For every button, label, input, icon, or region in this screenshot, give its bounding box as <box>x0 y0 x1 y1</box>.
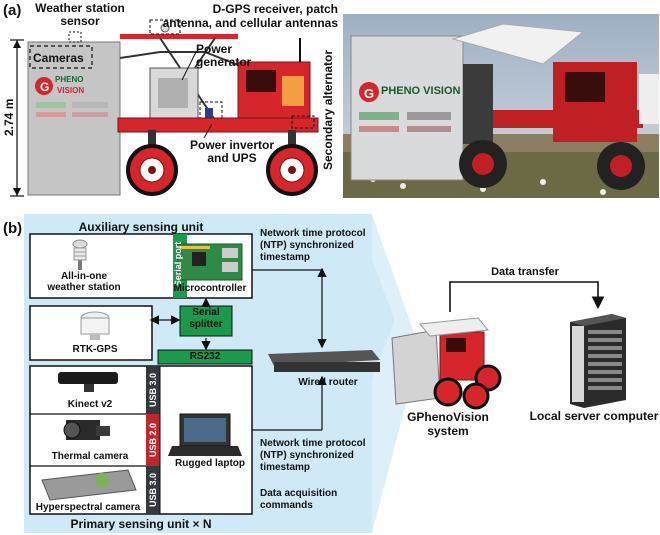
usb-label-2: USB 2.0 <box>148 423 158 458</box>
thermal-label: Thermal camera <box>51 451 129 462</box>
weather-station-icon <box>72 239 88 270</box>
dgps-label: D-GPS receiver, patch antenna, and cellu… <box>162 2 338 30</box>
server-label: Local server computer <box>529 409 659 423</box>
photo-sign-g: G <box>364 86 374 101</box>
field-photo: G PHENO VISION <box>343 14 659 198</box>
rugged-laptop-icon <box>168 413 242 456</box>
panel-b-letter: (b) <box>3 220 23 237</box>
power-generator-label: Power generator <box>196 42 252 69</box>
power-invertor-label: Power invertor and UPS <box>189 138 275 165</box>
kinect-label: Kinect v2 <box>67 399 113 410</box>
serial-splitter-label: Serial splitter <box>189 307 223 330</box>
wired-router-icon <box>268 350 380 372</box>
microcontroller-icon <box>177 243 243 281</box>
data-transfer-label: Data transfer <box>491 266 559 278</box>
microcontroller-label: Microcontroller <box>173 283 247 294</box>
weather-station-label: All-in-one weather station <box>47 271 121 293</box>
ntp-top-label: Network time protocol (NTP) synchronized… <box>260 228 366 263</box>
photo-sign-brand: PHENO VISION <box>381 85 461 97</box>
gphenovision-system-icon <box>391 317 502 410</box>
panel-a-letter: (a) <box>3 2 22 19</box>
ntp-bottom-label: Network time protocol (NTP) synchronized… <box>260 438 366 473</box>
thermal-camera-icon <box>63 420 110 440</box>
svg-text:PHENO: PHENO <box>55 75 83 84</box>
usb-label-1: USB 3.0 <box>148 373 158 408</box>
commands-label: Data acquisition commands <box>260 488 338 511</box>
svg-text:G: G <box>40 80 49 94</box>
svg-text:VISION: VISION <box>57 86 84 95</box>
rs232-label: RS232 <box>189 351 221 362</box>
hyperspectral-label: Hyperspectral camera <box>35 502 141 513</box>
router-label: Wired router <box>298 377 358 388</box>
laptop-label: Rugged laptop <box>175 458 245 469</box>
system-label: GPhenoVision system <box>407 410 489 438</box>
primary-title: Primary sensing unit × N <box>70 517 212 531</box>
vehicle-schematic: G PHENO VISION <box>10 19 319 197</box>
rtk-gps-label: RTK-GPS <box>72 344 118 355</box>
cameras-label: Cameras <box>33 51 84 65</box>
server-icon <box>570 314 626 408</box>
rtk-gps-icon <box>80 311 110 340</box>
kinect-icon <box>58 372 118 392</box>
field-photo-scene: G PHENO VISION <box>343 14 659 198</box>
weather-station-sensor-label: Weather station sensor <box>35 1 125 28</box>
hyperspectral-camera-icon <box>41 469 137 501</box>
auxiliary-title: Auxiliary sensing unit <box>78 220 204 234</box>
usb-label-3: USB 3.0 <box>148 473 158 508</box>
